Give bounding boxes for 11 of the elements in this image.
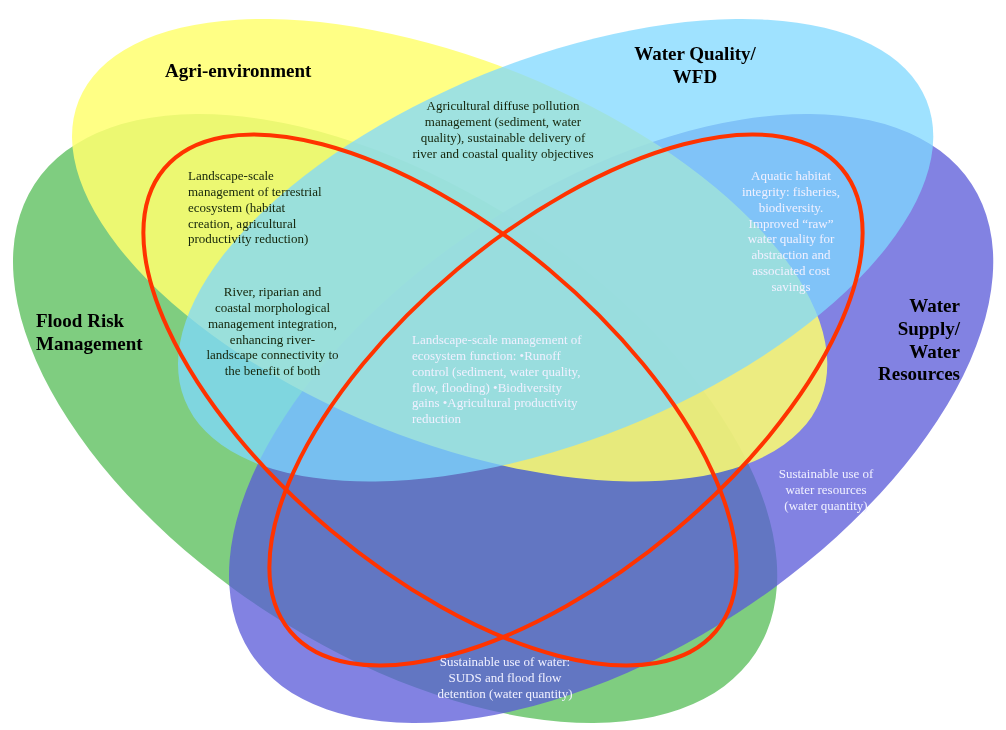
region-text: Sustainable use of water: SUDS and flood flow detention (water quantity) xyxy=(436,654,574,702)
region-text: Sustainable use of water resources (water quantity) xyxy=(778,466,874,514)
set-heading: Flood Risk Management xyxy=(36,310,144,356)
region-text: Aquatic habitat integrity: fisheries, biodiversity. Improved “raw” water quality for abstraction and associated cost savings xyxy=(740,168,842,295)
region-text: Agricultural diffuse pollution management (sediment, water quality), sustainable delivery of river and coastal quality objectives xyxy=(411,98,595,162)
region-text: Landscape-scale management of terrestrial ecosystem (habitat creation, agricultural productivity reduction) xyxy=(188,168,323,248)
set-heading: Water Supply/ Water Resources xyxy=(877,295,960,387)
set-heading: Water Quality/ WFD xyxy=(633,43,757,89)
region-text: Landscape-scale management of ecosystem function: •Runoff control (sediment, water quality, flow, flooding) •Biodiversity gains •Agricultural productivity reduction xyxy=(412,332,583,428)
set-heading: Agri-environment xyxy=(165,60,313,83)
region-text: River, riparian and coastal morphological management integration, enhancing river-landscape connectivity to the benefit of both xyxy=(205,284,340,380)
